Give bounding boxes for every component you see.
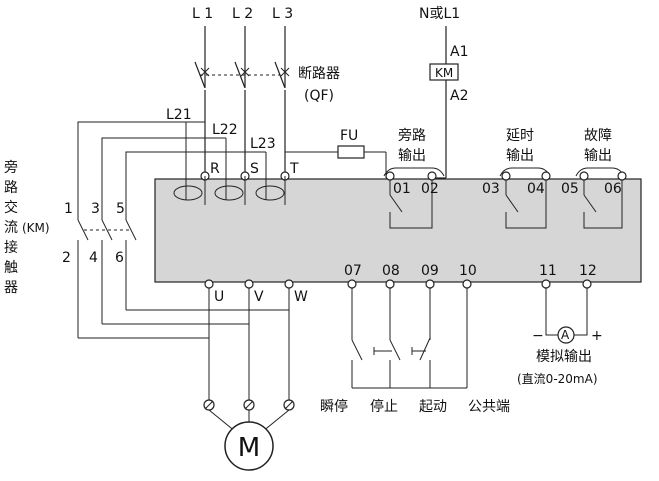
bypass-feed-lines xyxy=(77,121,387,200)
relay-output-contacts xyxy=(385,171,627,229)
motor-symbol xyxy=(224,421,274,471)
relay-terminal-04: 04 xyxy=(527,181,545,197)
supply-l3-label: L 3 xyxy=(272,6,293,22)
relay-terminal-03: 03 xyxy=(482,181,500,197)
control-terminal-12: 12 xyxy=(579,263,597,279)
fuse-label: FU xyxy=(340,128,358,144)
relay-terminal-02: 02 xyxy=(421,181,439,197)
km-terminal-4: 4 xyxy=(89,250,98,266)
motor-label: M xyxy=(238,433,260,463)
common-label: 公共端 xyxy=(468,399,510,415)
terminal-s-label: S xyxy=(250,161,259,177)
coil-km-label: KM xyxy=(435,66,453,80)
km-coil xyxy=(429,63,459,81)
control-inputs xyxy=(347,279,472,389)
km-terminal-3: 3 xyxy=(91,201,100,217)
analog-output-line2: (直流0-20mA) xyxy=(517,372,598,386)
control-terminal-11: 11 xyxy=(539,263,557,279)
control-terminal-09: 09 xyxy=(421,263,439,279)
bypass-output-line2: 输出 xyxy=(398,148,426,164)
coil-a2-label: A2 xyxy=(450,88,468,104)
analog-output-line1: 模拟输出 xyxy=(536,349,592,365)
km-terminal-2: 2 xyxy=(62,250,71,266)
breaker-code: (QF) xyxy=(304,88,334,104)
delay-output-line1: 延时 xyxy=(506,128,534,144)
contactor-char-3: 交 xyxy=(4,199,18,216)
contactor-char-7: 器 xyxy=(4,280,18,296)
line-l22-label: L22 xyxy=(212,122,238,138)
supply-n-label: N或L1 xyxy=(419,6,460,22)
fault-output-line2: 输出 xyxy=(584,148,612,164)
contactor-char-5: 接 xyxy=(4,239,18,256)
fault-output-line1: 故障 xyxy=(584,128,612,144)
supply-l1-label: L 1 xyxy=(192,6,213,22)
contactor-char-6: 触 xyxy=(4,260,18,276)
supply-l2-label: L 2 xyxy=(232,6,253,22)
terminal-t-label: T xyxy=(289,161,299,177)
relay-terminal-05: 05 xyxy=(561,181,579,197)
soft-starter-panel xyxy=(154,178,642,283)
contactor-char-2: 路 xyxy=(4,180,18,196)
start-label: 起动 xyxy=(419,399,447,415)
terminal-w-label: W xyxy=(294,289,308,305)
line-l21-label: L21 xyxy=(166,107,192,123)
line-l23-label: L23 xyxy=(250,136,276,152)
breaker-qf xyxy=(194,26,290,178)
jog-stop-label: 瞬停 xyxy=(320,398,348,415)
contactor-char-4: 流 xyxy=(4,220,18,236)
delay-output-line2: 输出 xyxy=(506,148,534,164)
control-terminal-10: 10 xyxy=(459,263,477,279)
km-terminal-1: 1 xyxy=(64,201,73,217)
ammeter-symbol xyxy=(557,326,575,344)
km-terminal-5: 5 xyxy=(116,201,125,217)
fuse-fu xyxy=(337,145,365,159)
motor-wiring xyxy=(78,279,295,433)
control-terminal-07: 07 xyxy=(344,263,362,279)
input-terminal-block xyxy=(173,171,290,205)
terminal-u-label: U xyxy=(214,289,224,305)
relay-terminal-06: 06 xyxy=(604,181,622,197)
contactor-char-1: 旁 xyxy=(4,159,18,176)
contactor-km-label: (KM) xyxy=(22,221,50,235)
breaker-name: 断路器 xyxy=(298,66,340,82)
stop-label: 停止 xyxy=(370,398,398,415)
bypass-contactor-km xyxy=(77,200,137,338)
relay-terminal-01: 01 xyxy=(393,181,411,197)
analog-plus: + xyxy=(591,328,603,344)
km-terminal-6: 6 xyxy=(115,250,124,266)
terminal-v-label: V xyxy=(254,289,264,305)
analog-output xyxy=(541,279,592,344)
bypass-output-line1: 旁路 xyxy=(398,127,426,144)
control-terminal-08: 08 xyxy=(382,263,400,279)
analog-minus: − xyxy=(532,328,544,344)
terminal-r-label: R xyxy=(210,161,220,177)
ammeter-label: A xyxy=(561,328,570,342)
coil-a1-label: A1 xyxy=(450,44,468,60)
